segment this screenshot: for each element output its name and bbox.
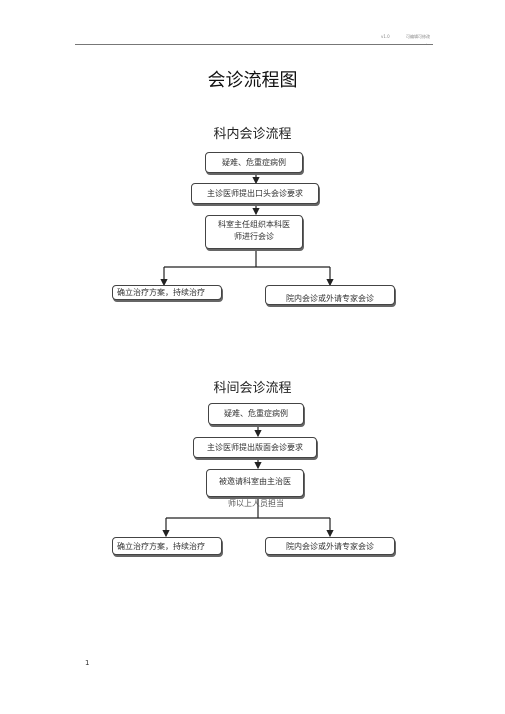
flow2-step-invited-department: 被邀请科室由主治医	[206, 469, 304, 497]
header-version: v1.0	[381, 34, 390, 39]
flow1-outcome-consultation: 院内会诊或外请专家会诊	[265, 285, 395, 305]
flow1-step-verbal-request: 主诊医师提出口头会诊要求	[191, 183, 319, 204]
flow1-step3-line1: 科室主任组织本科医	[218, 220, 290, 229]
page-title: 会诊流程图	[207, 70, 298, 91]
flow2-outcome-treatment-plan: 确立治疗方案，持续治疗	[112, 537, 222, 555]
page-number: 1	[85, 659, 90, 667]
flow2-outcome-consultation: 院内会诊或外请专家会诊	[265, 537, 395, 555]
header-mark: .	[426, 40, 428, 45]
flow2-step-written-request: 主诊医师提出版面会诊要求	[193, 437, 317, 458]
flow2-step-difficult-cases: 疑难、危重症病例	[208, 403, 304, 425]
header-editable-note: 可编辑可修改	[406, 34, 430, 39]
header-divider	[75, 44, 433, 45]
flow1-step3-line2: 师进行会诊	[234, 232, 274, 241]
flow1-step-director-organizes: 科室主任组织本科医 师进行会诊	[205, 215, 303, 249]
flow2-heading: 科间会诊流程	[213, 381, 292, 396]
flow2-step3-overflow-text: 师以上人员担当	[228, 499, 284, 508]
flow1-outcome-treatment-plan: 确立治疗方案，持续治疗	[112, 285, 222, 300]
flow1-heading: 科内会诊流程	[213, 127, 292, 142]
flow1-step-difficult-cases: 疑难、危重症病例	[205, 152, 303, 173]
